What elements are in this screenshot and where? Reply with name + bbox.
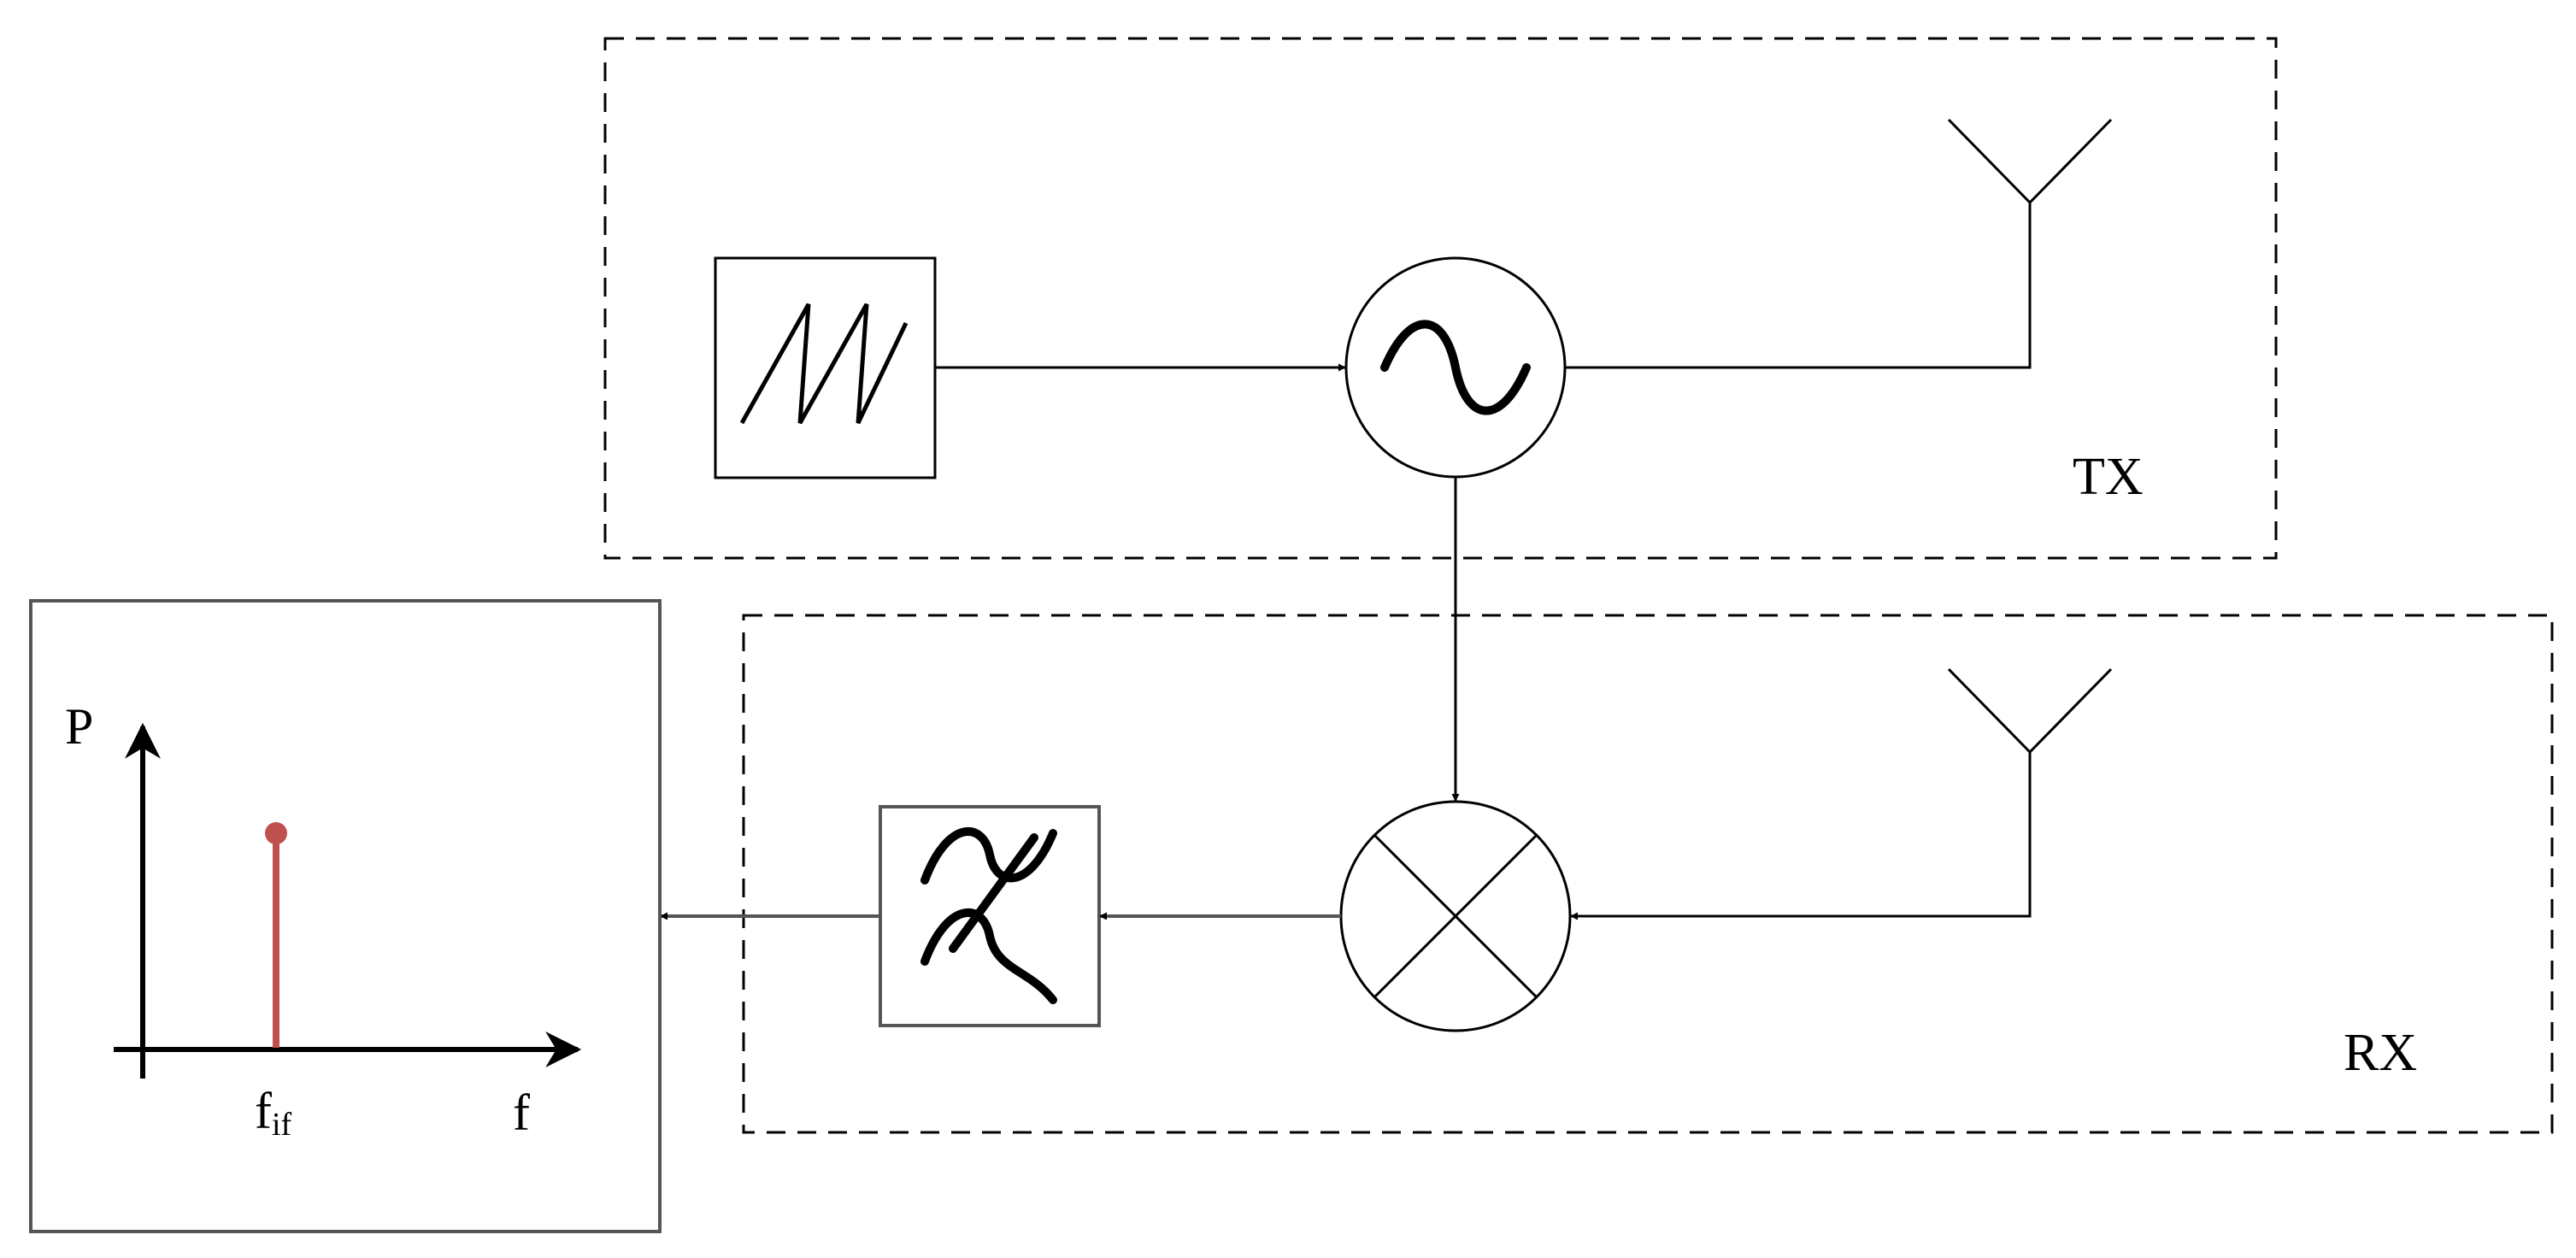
low-pass-filter-icon: [920, 827, 1057, 1004]
sine-wave-icon: [1380, 320, 1531, 415]
tx-antenna-icon: [1947, 118, 2113, 205]
peak-frequency-main: f: [255, 1083, 272, 1139]
mixer-x-icon: [1373, 833, 1538, 999]
peak-frequency-subscript: if: [272, 1107, 292, 1143]
oscillator-to-tx-antenna-line: [1565, 203, 2032, 369]
tx-region: [603, 37, 2278, 560]
peak-frequency-label: fif: [255, 1083, 292, 1143]
sawtooth-generator-block: [714, 256, 937, 479]
tx-label: TX: [2073, 448, 2144, 506]
x-axis-label: f: [513, 1085, 530, 1141]
rx-antenna-icon: [1947, 667, 2113, 755]
oscillator-block: [1344, 256, 1567, 479]
peak-marker: [265, 822, 287, 844]
rx-region: [742, 614, 2554, 1134]
rx-label: RX: [2344, 1024, 2417, 1082]
spectrum-panel: P f fif: [29, 599, 662, 1233]
mixer-block: [1339, 800, 1572, 1032]
sawtooth-icon: [739, 303, 909, 425]
low-pass-filter-block: [879, 805, 1101, 1027]
rx-antenna-to-mixer-arrow: [1570, 752, 2032, 920]
y-axis-label: P: [65, 698, 93, 755]
